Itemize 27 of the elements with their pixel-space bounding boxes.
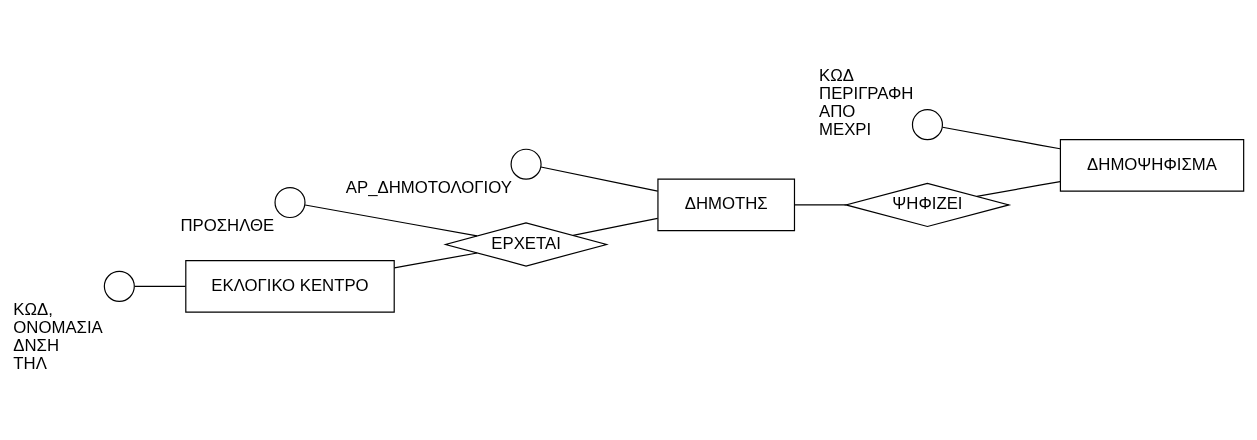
connector: [304, 203, 478, 236]
connector: [572, 217, 659, 236]
node-label: ΑΡ_ΔΗΜΟΤΟΛΟΓΙΟΥ: [345, 177, 512, 197]
node-box: ΔΗΜΟΨΗΦΙΣΜΑ: [1059, 138, 1245, 192]
node-box: ΕΚΛΟΓΙΚΟ ΚΕΝΤΡΟ: [185, 259, 395, 313]
node-label: ΜΕΧΡΙ: [819, 119, 872, 139]
connector: [393, 251, 478, 268]
node-label: ΟΝΟΜΑΣΙΑ: [13, 317, 103, 337]
connector: [794, 203, 847, 206]
node-label: ΚΩΔ,: [13, 299, 53, 319]
node-label: ΚΩΔ: [819, 65, 854, 85]
node-label: ΤΗΛ: [13, 353, 47, 373]
node-diamond: ΨΗΦΙΖΕΙ: [843, 182, 1012, 227]
connector: [134, 285, 187, 287]
node-circle: [274, 186, 306, 218]
node-label: ΠΕΡΙΓΡΑΦΗ: [819, 83, 914, 103]
node-label: ΠΡΟΣΗΛΘΕ: [180, 215, 275, 235]
node-label: ΔΝΣΗ: [13, 335, 60, 355]
node-diamond: ΕΡΧΕΤΑΙ: [443, 221, 609, 267]
connector: [941, 126, 1061, 149]
node-box: ΔΗΜΟΤΗΣ: [657, 178, 796, 231]
node-circle: [103, 270, 135, 302]
connector: [540, 165, 659, 192]
connector: [976, 180, 1061, 197]
node-label: ΑΠΟ: [819, 101, 856, 121]
node-circle: [911, 108, 943, 140]
node-circle: [510, 148, 542, 180]
